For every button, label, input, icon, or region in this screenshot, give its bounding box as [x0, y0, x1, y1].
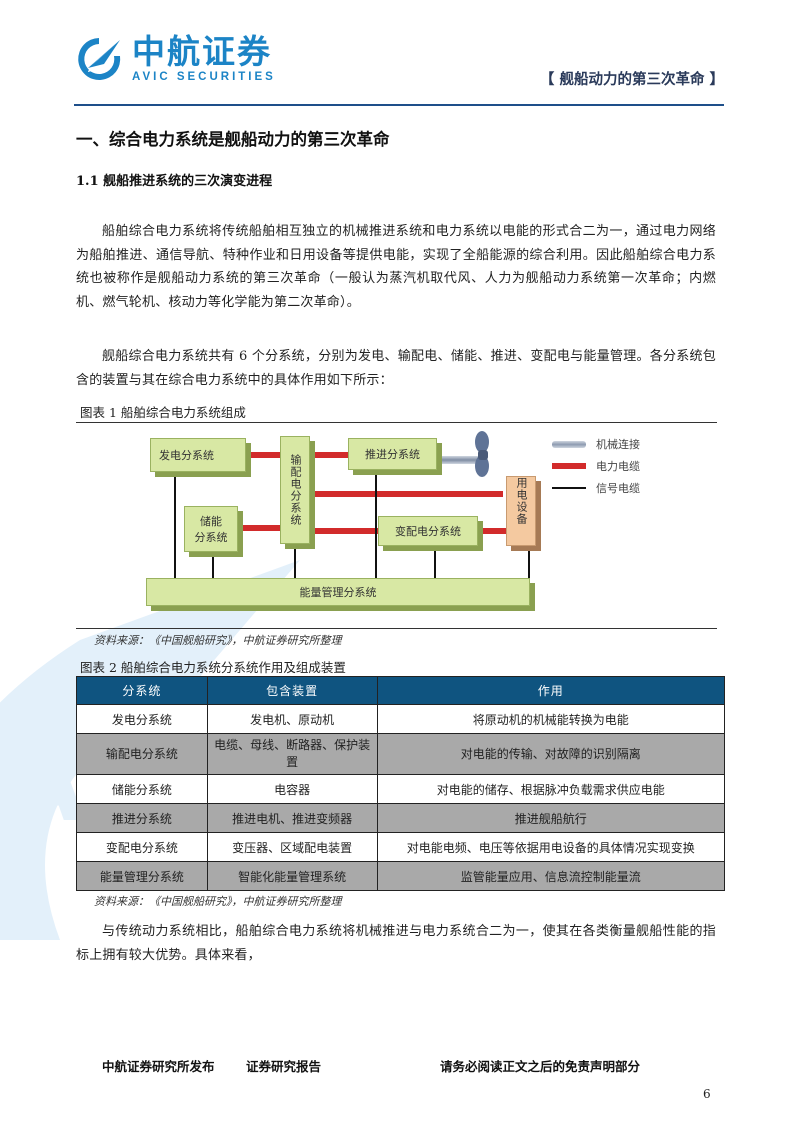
column-header: 分系统: [76, 676, 208, 705]
power-cable-swatch: [552, 463, 586, 469]
subsystem-table: 分系统 包含装置 作用 发电分系统 发电机、原动机 将原动机的机械能转换为电能 …: [76, 676, 726, 891]
legend-item-power: 电力电缆: [552, 455, 640, 477]
table-row: 发电分系统 发电机、原动机 将原动机的机械能转换为电能: [76, 704, 726, 734]
figure-1-top-rule: [76, 422, 717, 423]
power-cable: [308, 528, 378, 534]
body-paragraph-3: 与传统动力系统相比，船舶综合电力系统将机械推进与电力系统合二为一，使其在各类衡量…: [76, 924, 716, 963]
power-cable: [308, 491, 503, 497]
power-cable: [308, 452, 348, 458]
table-row: 输配电分系统 电缆、母线、断路器、保护装置 对电能的传输、对故障的识别隔离: [76, 733, 726, 775]
mechanical-shaft: [435, 456, 480, 464]
column-header: 作用: [376, 676, 726, 705]
header-divider: [74, 104, 724, 106]
signal-cable: [528, 548, 530, 578]
table-header-row: 分系统 包含装置 作用: [76, 676, 726, 705]
footer-disclaimer: 请务必阅读正文之后的免责声明部分: [440, 1059, 641, 1074]
logo-chinese-name: 中航证券: [132, 32, 272, 71]
section-heading: 一、综合电力系统是舰船动力的第三次革命: [76, 130, 390, 149]
load-equipment-box: 用电设备: [506, 476, 536, 546]
storage-subsystem-box: 储能 分系统: [184, 506, 238, 552]
logo-english-name: AVIC SECURITIES: [132, 71, 276, 83]
subsection-heading: 1.1 舰船推进系统的三次演变进程: [76, 174, 273, 189]
legend-item-signal: 信号电缆: [552, 477, 640, 499]
signal-cable: [294, 546, 296, 578]
propeller-icon: [475, 431, 489, 477]
propulsion-subsystem-box: 推进分系统: [348, 438, 437, 470]
footer-publisher: 中航证券研究所发布: [102, 1059, 215, 1074]
legend-item-mechanical: 机械连接: [552, 433, 640, 455]
power-cable: [476, 528, 506, 534]
table-row: 推进分系统 推进电机、推进变频器 推进舰船航行: [76, 803, 726, 833]
power-system-diagram: 发电分系统 输配电分系统 推进分系统 储能 分系统 变配电分系统 用电设备 能量…: [138, 428, 678, 618]
signal-cable: [375, 472, 377, 578]
table-row: 能量管理分系统 智能化能量管理系统 监管能量应用、信息流控制能量流: [76, 861, 726, 891]
power-cable: [236, 525, 280, 531]
figure-2-title: 图表 2 船舶综合电力系统分系统作用及组成装置: [80, 660, 346, 675]
page-header: AVIC 中航证券 AVIC SECURITIES 【 舰船动力的第三次革命 】: [74, 34, 724, 106]
company-logo: AVIC 中航证券 AVIC SECURITIES: [74, 34, 276, 84]
table-row: 储能分系统 电容器 对电能的储存、根据脉冲负载需求供应电能: [76, 774, 726, 804]
power-cable: [236, 452, 280, 458]
signal-cable-swatch: [552, 487, 586, 489]
report-topic-tag: 【 舰船动力的第三次革命 】: [539, 72, 724, 88]
avic-plane-logo-icon: AVIC: [78, 38, 121, 80]
table-row: 变配电分系统 变压器、区域配电装置 对电能电频、电压等依据用电设备的具体情况实现…: [76, 832, 726, 862]
signal-cable: [174, 468, 176, 578]
signal-cable: [434, 548, 436, 578]
column-header: 包含装置: [206, 676, 378, 705]
conversion-subsystem-box: 变配电分系统: [378, 516, 478, 546]
energy-management-subsystem-box: 能量管理分系统: [146, 578, 530, 606]
page-number: 6: [703, 1087, 711, 1101]
figure-1-title: 图表 1 船舶综合电力系统组成: [80, 405, 246, 420]
footer-report-type: 证券研究报告: [246, 1059, 322, 1074]
signal-cable: [212, 550, 214, 578]
generation-subsystem-box: 发电分系统: [150, 438, 246, 472]
distribution-subsystem-box: 输配电分系统: [280, 436, 310, 544]
body-paragraph-1: 船舶综合电力系统将传统船舶相互独立的机械推进系统和电力系统以电能的形式合二为一，…: [76, 224, 716, 310]
figure-1-bottom-rule: [76, 628, 717, 629]
mechanical-link-swatch: [552, 440, 586, 448]
body-paragraph-2: 舰船综合电力系统共有 6 个分系统，分别为发电、输配电、储能、推进、变配电与能量…: [76, 349, 716, 388]
svg-text:AVIC: AVIC: [88, 67, 104, 74]
diagram-legend: 机械连接 电力电缆 信号电缆: [552, 433, 640, 499]
figure-1-source: 资料来源：《中国舰船研究》，中航证券研究所整理: [94, 634, 342, 647]
figure-2-source: 资料来源：《中国舰船研究》，中航证券研究所整理: [94, 895, 342, 908]
